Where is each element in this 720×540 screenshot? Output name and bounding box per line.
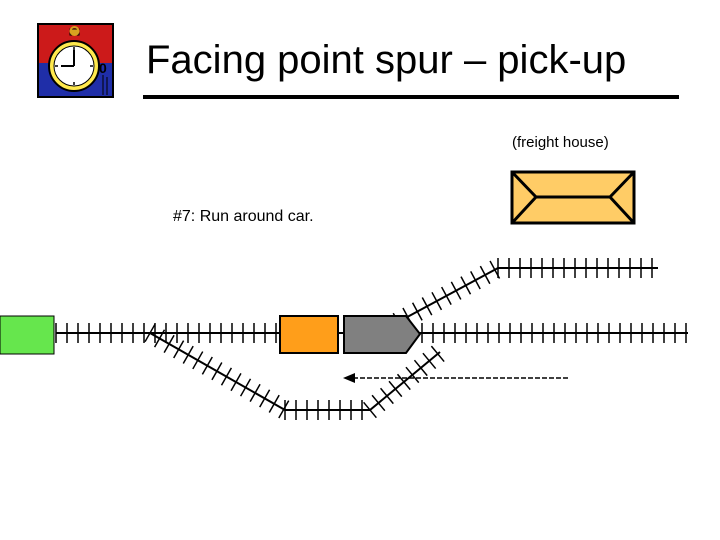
title-underline: [143, 95, 679, 99]
page-title: Facing point spur – pick-up: [146, 38, 627, 82]
track-tie: [363, 401, 377, 419]
freight-house-label: (freight house): [512, 134, 609, 151]
freight-house: [510, 170, 636, 225]
movement-arrow: [343, 373, 568, 383]
track-tie: [431, 291, 443, 311]
track-tie: [411, 302, 423, 321]
track-tie: [422, 352, 437, 370]
track-tie: [388, 380, 403, 398]
track-tie: [239, 378, 252, 397]
stopwatch-logo: 0: [37, 23, 114, 98]
track-tie: [413, 359, 428, 377]
track-tie: [278, 400, 290, 419]
track-tie: [230, 372, 242, 392]
coach-car: [343, 315, 422, 354]
track-tie: [173, 340, 185, 359]
track-tie: [421, 297, 433, 316]
track-tie: [153, 329, 166, 348]
track-tie: [201, 356, 213, 375]
track-tie: [379, 387, 394, 405]
locomotive: [0, 315, 55, 355]
track-tie: [211, 362, 223, 381]
track-tie: [182, 345, 194, 364]
stopwatch-icon: 0: [48, 26, 108, 95]
track-tie: [430, 345, 445, 363]
track-tie: [440, 286, 452, 306]
track-tie: [220, 367, 233, 386]
track-tie: [259, 389, 271, 408]
freight-car: [279, 315, 339, 354]
svg-text:0: 0: [99, 60, 107, 76]
track-tie: [450, 281, 462, 300]
track-tie: [268, 394, 280, 413]
track-tie: [460, 276, 472, 295]
step-label: #7: Run around car.: [173, 208, 314, 225]
track-tie: [479, 265, 491, 285]
track-tie: [396, 373, 411, 391]
track-tie: [470, 271, 481, 290]
track-tie: [371, 394, 386, 412]
track-tie: [163, 334, 175, 353]
track-tie: [192, 351, 204, 370]
track-tie: [405, 366, 420, 384]
track-tie: [144, 323, 156, 343]
track-tie: [249, 383, 261, 403]
